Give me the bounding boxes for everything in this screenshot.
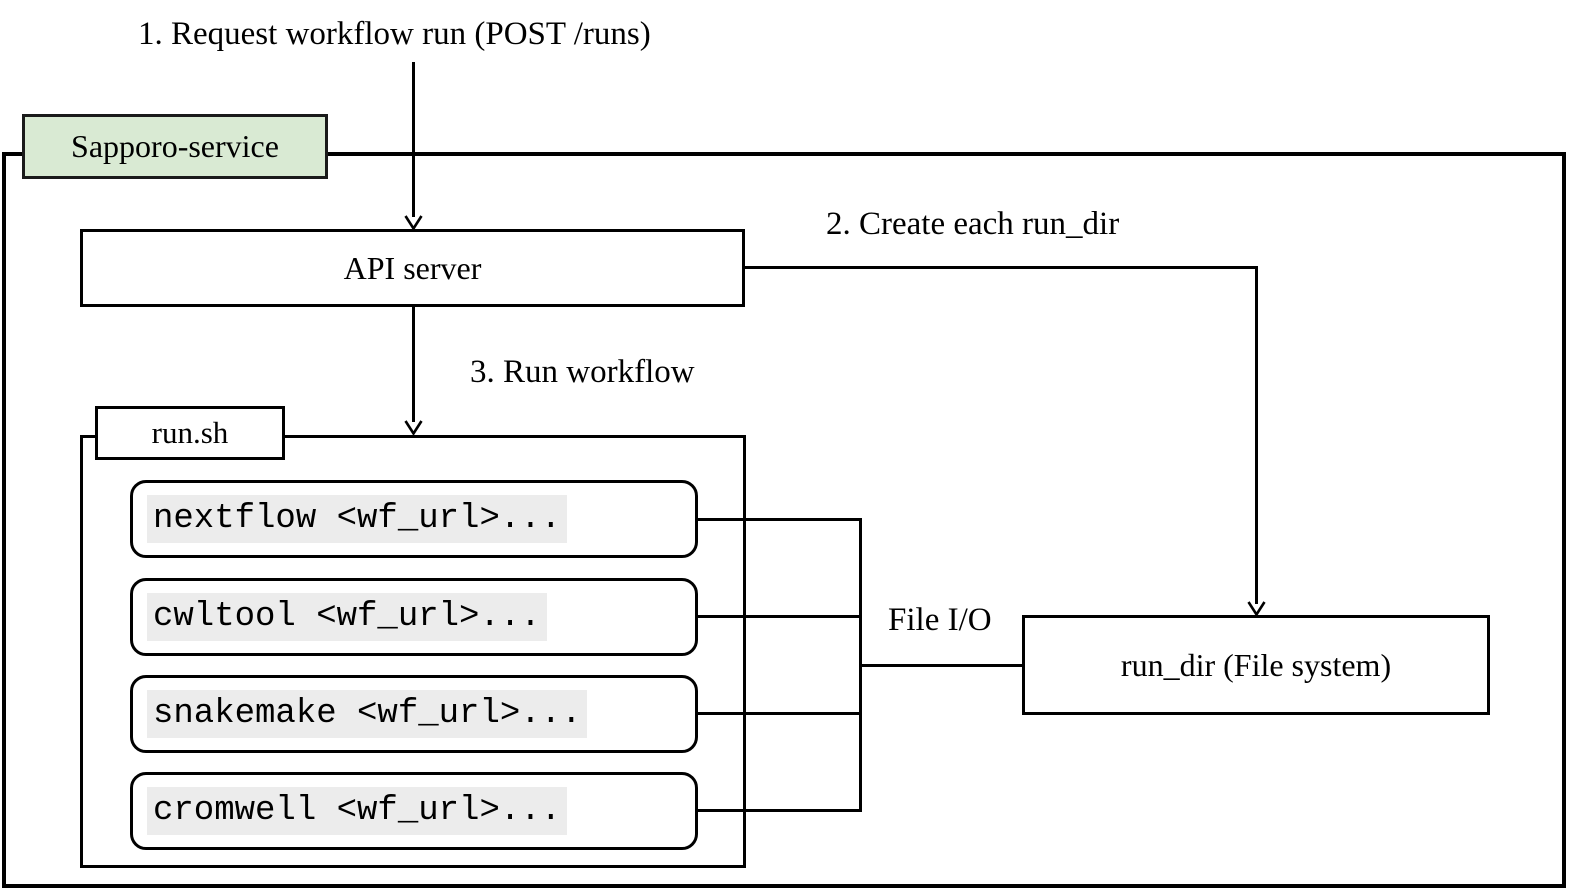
cwltool-command-box: cwltool <wf_url>... xyxy=(130,578,698,656)
arrow-down-icon xyxy=(1247,601,1266,617)
step1-arrow-line xyxy=(412,62,415,217)
sapporo-service-container xyxy=(2,152,1566,888)
cromwell-command-box: cromwell <wf_url>... xyxy=(130,772,698,850)
sapporo-service-label-box: Sapporo-service xyxy=(22,114,328,179)
run-dir-label: run_dir (File system) xyxy=(1120,646,1392,683)
nextflow-command-box: nextflow <wf_url>... xyxy=(130,480,698,558)
cromwell-command-text: cromwell <wf_url>... xyxy=(147,787,568,835)
file-io-connector xyxy=(859,664,1022,667)
nextflow-command-text: nextflow <wf_url>... xyxy=(147,495,568,543)
step2-connector-vertical xyxy=(1255,266,1258,604)
file-io-annotation: File I/O xyxy=(888,602,992,638)
step3-annotation: 3. Run workflow xyxy=(470,354,695,390)
cwltool-connector xyxy=(698,615,862,618)
arrow-down-icon xyxy=(404,215,423,231)
run-dir-box: run_dir (File system) xyxy=(1022,615,1490,715)
cromwell-connector xyxy=(698,809,862,812)
snakemake-command-box: snakemake <wf_url>... xyxy=(130,675,698,753)
api-server-label: API server xyxy=(343,249,482,286)
step2-annotation: 2. Create each run_dir xyxy=(826,206,1120,242)
arrow-down-icon xyxy=(404,420,423,436)
step1-annotation: 1. Request workflow run (POST /runs) xyxy=(138,16,651,52)
step2-connector-horizontal xyxy=(745,266,1258,269)
cwltool-command-text: cwltool <wf_url>... xyxy=(147,593,547,641)
snakemake-connector xyxy=(698,712,862,715)
step3-arrow-line xyxy=(412,307,415,422)
nextflow-connector xyxy=(698,518,862,521)
api-server-box: API server xyxy=(80,229,745,307)
snakemake-command-text: snakemake <wf_url>... xyxy=(147,690,588,738)
run-sh-tab: run.sh xyxy=(95,406,285,460)
sapporo-service-label: Sapporo-service xyxy=(71,128,279,164)
run-sh-label: run.sh xyxy=(151,415,229,450)
